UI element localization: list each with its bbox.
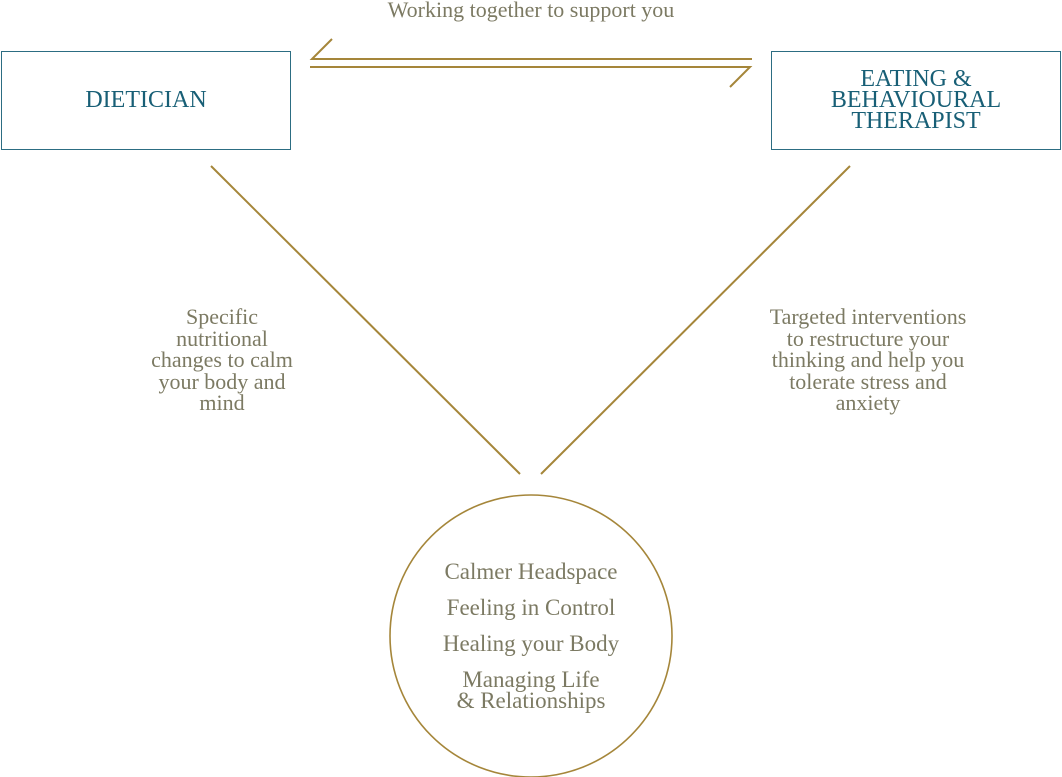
therapist-label-line: THERAPIST [851, 108, 981, 134]
outcome-text: Managing Life [462, 667, 600, 692]
edge-label-line: Targeted interventions [769, 304, 967, 329]
edge-label-line: nutritional [176, 325, 268, 351]
outcome-text: & Relationships [456, 688, 606, 713]
therapist-label-line: EATING & [860, 66, 972, 92]
therapist-node: EATING & BEHAVIOURAL THERAPIST [771, 51, 1061, 150]
diagram-caption: Working together to support you [387, 0, 675, 22]
outcome-text: Calmer Headspace [444, 559, 618, 584]
dietician-edge-label: Specific nutritional changes to calm you… [122, 306, 322, 414]
collaboration-arrow-left [309, 38, 752, 60]
dietician-label: DIETICIAN [85, 87, 207, 113]
edge-label-line: mind [199, 390, 245, 415]
edge-label-line: anxiety [835, 390, 901, 415]
therapist-edge-label: Targeted interventions to restructure yo… [738, 306, 998, 414]
therapist-label-line: BEHAVIOURAL [830, 87, 1002, 113]
edge-label-line: Specific [185, 304, 259, 329]
edge-label-line: your body and [158, 368, 286, 394]
edge-therapist-to-outcomes [540, 165, 851, 475]
outcome-text: Feeling in Control [446, 595, 616, 620]
collaboration-arrow-right [310, 66, 753, 88]
outcome-item: Feeling in Control [390, 595, 672, 620]
outcomes-circle [389, 494, 673, 777]
outcome-text: Healing your Body [442, 631, 620, 656]
outcome-item: Calmer Headspace [390, 559, 672, 584]
outcome-item: Healing your Body [390, 631, 672, 656]
edge-label-line: to restructure your [786, 325, 950, 351]
edge-label-line: changes to calm [151, 347, 293, 372]
edge-label-line: tolerate stress and [789, 368, 947, 394]
outcome-item: Managing Life & Relationships [390, 667, 672, 713]
dietician-node: DIETICIAN [1, 51, 291, 150]
outcomes-list: Calmer Headspace Feeling in Control Heal… [390, 559, 672, 726]
edge-label-line: thinking and help you [771, 347, 965, 372]
edge-dietician-to-outcomes [210, 165, 521, 475]
